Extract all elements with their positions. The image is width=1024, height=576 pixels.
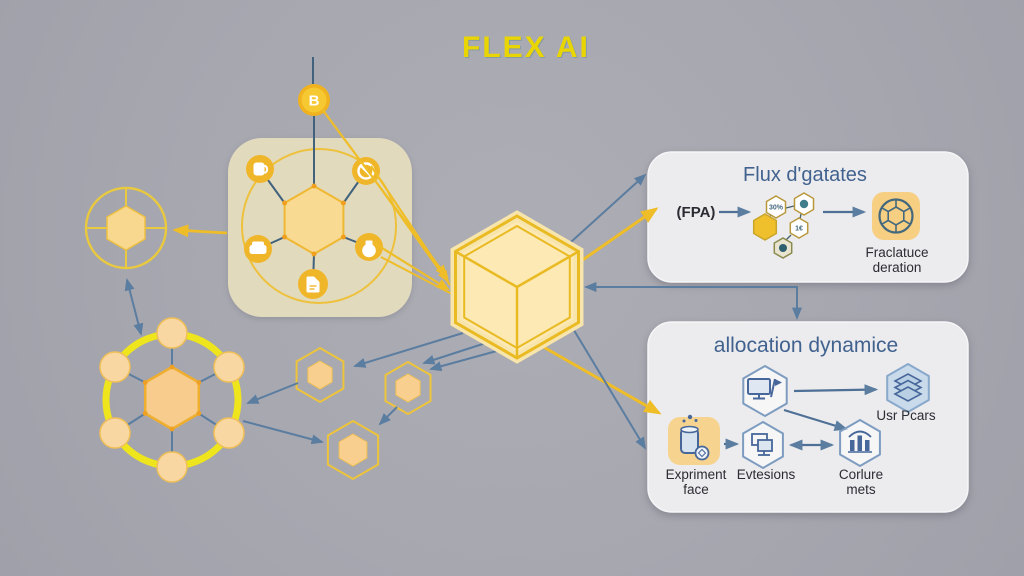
monitor-user-icon	[747, 378, 782, 400]
document-node	[298, 269, 328, 299]
module-cluster: B	[228, 57, 412, 317]
arrow-cube-to-fpa	[570, 207, 659, 270]
arrow-cube-to-flux-panel	[560, 173, 647, 252]
blue-arrows	[124, 173, 802, 450]
bar-chart-icon	[848, 430, 872, 453]
hexagon-pipeline-icon: 30% 1€	[752, 192, 815, 259]
users-label: Usr Pcars	[876, 408, 936, 423]
bag-node	[355, 233, 383, 261]
pipeline-percent-label: 30%	[769, 205, 784, 212]
sofa-node	[244, 235, 272, 263]
allocation-panel-content: allocation dynamice	[666, 334, 936, 497]
network-ring-cluster	[99, 317, 245, 483]
hexagon-node-c	[326, 419, 380, 481]
scheduler-hexagon	[742, 364, 788, 418]
hexagon-node-b	[384, 360, 432, 416]
metrics-label-line1: Corlure	[839, 467, 883, 482]
pipeline-hex-euro	[789, 217, 809, 239]
ring-center-hexagon	[143, 365, 201, 431]
allocation-panel-title: allocation dynamice	[714, 334, 898, 357]
cluster-hexagon-vertex-dots	[282, 183, 346, 257]
core-cube	[450, 210, 584, 364]
cluster-orbit-circle	[241, 148, 397, 304]
coin-b-node: B	[298, 84, 330, 116]
metrics-label-line2: mets	[846, 482, 876, 497]
extensions-label: Evtesions	[737, 467, 796, 482]
pipeline-hex-solid	[752, 213, 778, 241]
sofa-icon	[249, 241, 267, 254]
globe-card-label-line1: Fraclatuce	[865, 245, 928, 260]
pipeline-chart-glyph	[799, 199, 809, 209]
globe-card-label-line2: deration	[873, 260, 922, 275]
pipeline-data-glyph	[779, 244, 787, 252]
ring-member-nodes	[99, 317, 245, 483]
flux-panel-content: Flux d'gatates (FPA) 30% 1€	[677, 164, 929, 275]
page-title: FLEX AI	[462, 31, 590, 64]
windows-icon	[751, 433, 773, 456]
satellite-circle	[84, 186, 168, 270]
allocation-flow-arrows	[724, 384, 879, 451]
connector-panels-to-cube	[583, 282, 802, 321]
experiment-label-line2: face	[683, 482, 709, 497]
pipeline-euro-label: 1€	[795, 226, 803, 233]
money-bag-icon	[362, 240, 376, 258]
arrow-satellite-ring	[124, 278, 144, 336]
document-icon	[306, 276, 320, 293]
layers-icon	[893, 373, 923, 402]
satellite-spokes	[87, 189, 165, 267]
pipeline-hex-percent	[765, 195, 787, 219]
satellite-hexagon	[106, 205, 146, 251]
fpa-label: (FPA)	[677, 204, 716, 221]
arrow-cube-to-allocation-panel	[562, 311, 647, 450]
cup-icon	[253, 162, 269, 176]
experiment-label-line1: Expriment	[666, 467, 727, 482]
satellite-node	[84, 186, 168, 270]
hexagon-node-a	[295, 346, 345, 404]
arrow-cluster-to-satellite	[172, 224, 228, 238]
experiment-card	[668, 414, 720, 465]
coin-b-label: B	[309, 93, 320, 110]
cup-node	[246, 155, 274, 183]
users-hexagon	[886, 362, 930, 414]
metrics-hexagon	[839, 418, 881, 468]
extensions-hexagon	[742, 420, 784, 470]
globe-icon	[878, 198, 914, 234]
cube-inner-edges	[454, 250, 580, 358]
flux-panel-title: Flux d'gatates	[743, 164, 867, 186]
beaker-icon	[680, 414, 710, 461]
globe-card	[872, 192, 920, 240]
ring-hexagon-vertex-dots	[142, 364, 202, 432]
arrow-cube-to-experiment	[532, 339, 662, 415]
yellow-arrows	[172, 108, 662, 415]
